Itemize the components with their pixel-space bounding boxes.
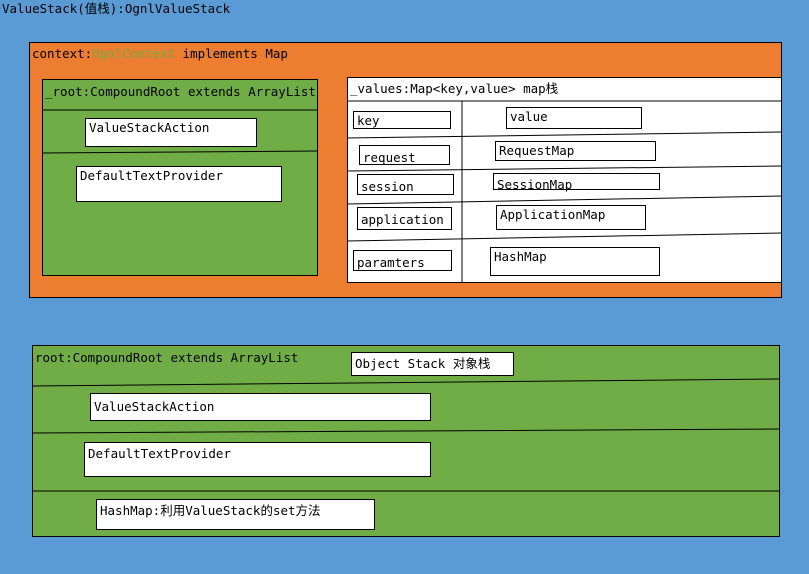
value-cell: RequestMap — [495, 141, 656, 161]
context-suffix: implements Map — [175, 46, 288, 61]
key-cell: application — [357, 207, 452, 230]
ognl-context-label: OgnlContext — [92, 46, 176, 61]
context-root-header: _root:CompoundRoot extends ArrayList — [45, 84, 316, 99]
value-cell: value — [506, 107, 642, 129]
root-item: ValueStackAction — [90, 393, 431, 421]
values-header: _values:Map<key,value> map栈 — [350, 81, 559, 96]
context-prefix: context: — [32, 46, 93, 61]
context-title: context:OgnlContext implements Map — [32, 46, 288, 61]
context-root-item: DefaultTextProvider — [76, 166, 282, 202]
key-cell: key — [353, 111, 451, 129]
key-cell: request — [359, 145, 450, 165]
object-stack-label: Object Stack 对象栈 — [351, 352, 514, 376]
value-cell: HashMap — [490, 247, 660, 276]
root-item: HashMap:利用ValueStack的set方法 — [96, 499, 375, 530]
root-header: root:CompoundRoot extends ArrayList — [35, 350, 299, 365]
context-root-item: ValueStackAction — [85, 118, 257, 147]
value-cell: ApplicationMap — [496, 205, 646, 230]
key-cell: session — [357, 174, 454, 195]
key-cell: paramters — [353, 250, 452, 271]
root-item: DefaultTextProvider — [84, 442, 431, 477]
page-title: ValueStack(值栈):OgnlValueStack — [2, 1, 231, 16]
value-cell: SessionMap — [493, 173, 660, 192]
